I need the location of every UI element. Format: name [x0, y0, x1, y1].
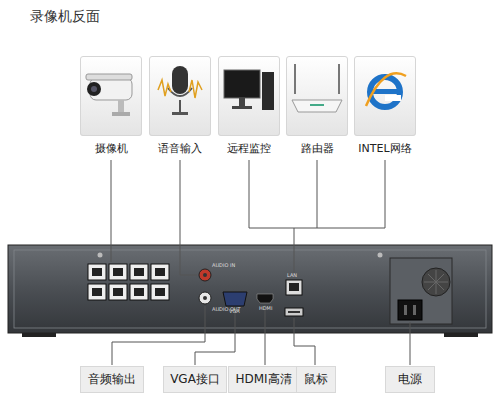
panel-marking: LAN: [287, 273, 297, 278]
icon-tile: 语音输入: [149, 56, 211, 136]
port-label-box: 音频输出: [80, 366, 144, 393]
port-label-box: 鼠标: [296, 366, 336, 393]
device-name: 路由器: [301, 141, 334, 156]
port-name: 音频输出: [88, 371, 136, 388]
icon-tile: 路由器: [286, 56, 348, 136]
device-name: 远程监控: [227, 141, 271, 156]
icon-tile: INTEL网络: [354, 56, 416, 136]
nvr-back-panel: [8, 245, 492, 337]
camera-icon: [86, 74, 132, 116]
icon-tiles: [80, 56, 416, 136]
leader-lines: [111, 160, 410, 365]
device-name: INTEL网络: [358, 141, 411, 156]
device-name: 摄像机: [95, 141, 128, 156]
panel-marking: HDMI: [259, 306, 272, 311]
icon-tile: 远程监控: [218, 56, 280, 136]
panel-marking: VGA: [229, 309, 240, 314]
port-name: 电源: [398, 371, 422, 388]
port-label-box: VGA接口: [163, 366, 227, 393]
diagram-title: 录像机反面: [30, 8, 100, 26]
panel-marking: AUDIO IN: [212, 263, 235, 268]
browser-logo-icon: [366, 73, 406, 107]
port-label-box: 电源: [385, 366, 435, 393]
port-name: 鼠标: [304, 371, 328, 388]
icon-tile: 摄像机: [80, 56, 142, 136]
port-name: HDMI高清: [235, 371, 291, 388]
router-icon: [292, 64, 342, 112]
device-name: 语音输入: [158, 141, 202, 156]
monitor-icon: [224, 70, 274, 110]
port-label-box: HDMI高清: [228, 366, 299, 393]
microphone-icon: [158, 66, 202, 115]
port-name: VGA接口: [170, 371, 220, 388]
